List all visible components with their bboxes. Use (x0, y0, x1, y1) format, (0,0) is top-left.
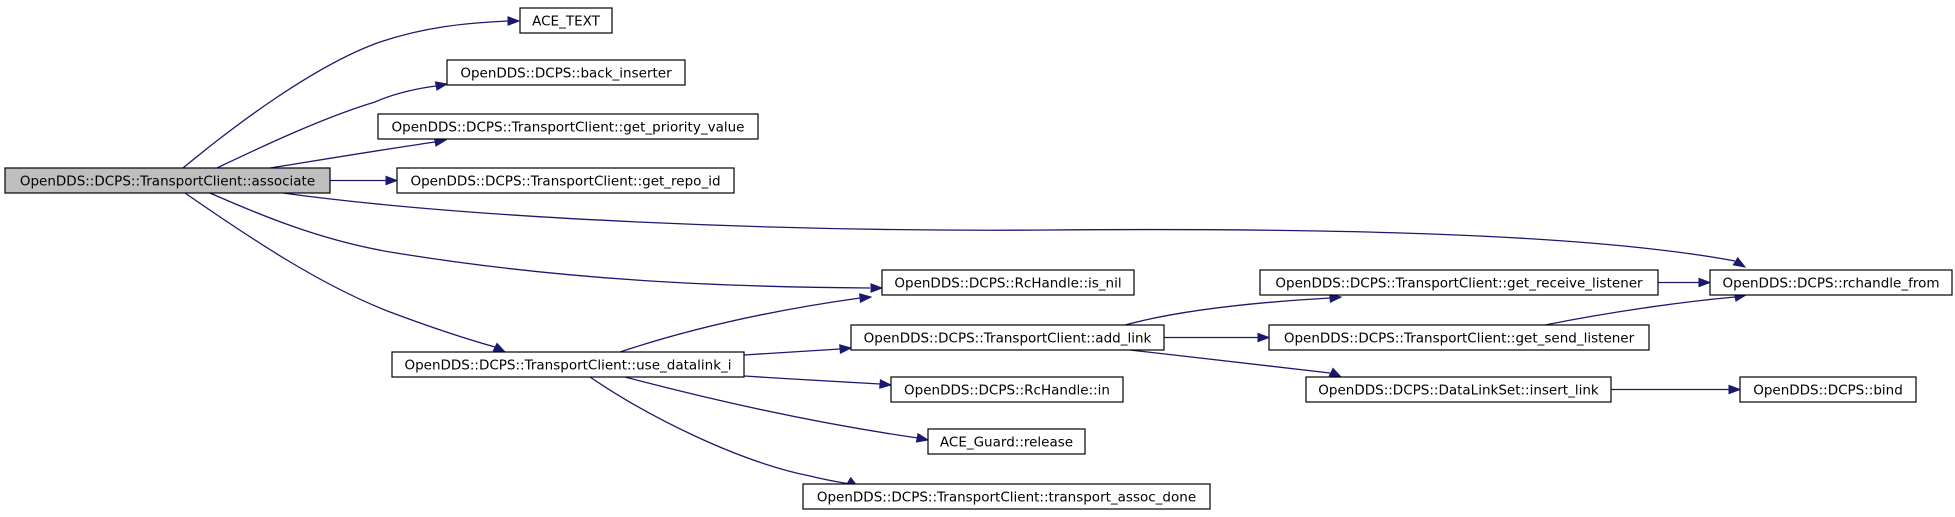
edge-use_datalink_i-to-release (624, 376, 930, 443)
node-box (890, 376, 1124, 403)
node-rchandle-from[interactable]: OpenDDS::DCPS::rchandle_from (1709, 269, 1953, 296)
edge-line (624, 376, 919, 439)
edge-arrowhead (870, 283, 884, 293)
edge-arrowhead (915, 432, 930, 443)
node-box (391, 351, 745, 378)
node-label: OpenDDS::DCPS::TransportClient::add_link (864, 331, 1152, 347)
edge-add_link-to-get_receive_listener (1124, 293, 1343, 326)
edge-associate-to-use_datalink_i (184, 192, 507, 353)
node-box (446, 59, 686, 86)
edge-line (216, 85, 437, 169)
node-label: OpenDDS::DCPS::RcHandle::in (904, 383, 1110, 399)
node-associate[interactable]: OpenDDS::DCPS::TransportClient::associat… (4, 167, 331, 194)
edge-line (1124, 297, 1331, 326)
edge-associate-to-back_inserter (216, 81, 449, 169)
node-label: OpenDDS::DCPS::TransportClient::associat… (20, 174, 315, 190)
node-transport-assoc-done[interactable]: OpenDDS::DCPS::TransportClient::transpor… (802, 483, 1211, 510)
edge-arrowhead (839, 344, 853, 354)
node-box (377, 113, 759, 140)
edge-arrowhead (385, 175, 399, 186)
node-get-repo-id[interactable]: OpenDDS::DCPS::TransportClient::get_repo… (396, 167, 735, 194)
node-label: OpenDDS::DCPS::TransportClient::get_prio… (392, 120, 745, 136)
edge-add_link-to-insert_link (1129, 349, 1343, 378)
node-label: OpenDDS::DCPS::TransportClient::transpor… (817, 490, 1196, 506)
edge-associate-to-is_nil (209, 192, 884, 293)
edge-get_send_listener-to-rchandle_from (1544, 292, 1748, 326)
edge-arrowhead (492, 342, 507, 353)
node-label: ACE_Guard::release (940, 435, 1073, 451)
node-box (881, 269, 1135, 296)
edge-arrowhead (879, 379, 893, 389)
node-box (1305, 376, 1612, 403)
node-label: OpenDDS::DCPS::back_inserter (460, 66, 672, 82)
node-box (927, 428, 1086, 455)
node-is-nil[interactable]: OpenDDS::DCPS::RcHandle::is_nil (881, 269, 1135, 296)
edge-insert_link-to-bind (1611, 384, 1742, 395)
node-release[interactable]: ACE_Guard::release (927, 428, 1086, 455)
node-label: OpenDDS::DCPS::bind (1753, 383, 1903, 399)
edge-associate-to-rchandle_from (282, 192, 1747, 268)
node-box (1259, 269, 1659, 296)
node-label: OpenDDS::DCPS::rchandle_from (1723, 276, 1940, 292)
edge-use_datalink_i-to-add_link (743, 344, 853, 356)
node-box (1268, 324, 1650, 351)
node-get-priority-value[interactable]: OpenDDS::DCPS::TransportClient::get_prio… (377, 113, 759, 140)
node-box (396, 167, 735, 194)
node-add-link[interactable]: OpenDDS::DCPS::TransportClient::add_link (850, 324, 1165, 351)
node-get-receive-listener[interactable]: OpenDDS::DCPS::TransportClient::get_rece… (1259, 269, 1659, 296)
node-bind[interactable]: OpenDDS::DCPS::bind (1739, 376, 1917, 403)
edge-use_datalink_i-to-is_nil (619, 293, 873, 353)
edge-associate-to-ace_text (182, 16, 521, 169)
edge-arrowhead (1728, 384, 1742, 395)
node-box (519, 7, 613, 34)
call-graph-nodes: OpenDDS::DCPS::TransportClient::associat… (4, 7, 1953, 510)
edge-line (589, 376, 851, 485)
call-graph-edges (182, 16, 1748, 488)
node-box (1739, 376, 1917, 403)
edge-arrowhead (1328, 367, 1343, 378)
edge-line (269, 141, 436, 169)
node-label: OpenDDS::DCPS::TransportClient::use_data… (404, 358, 731, 374)
edge-arrowhead (434, 81, 449, 91)
edge-add_link-to-get_send_listener (1164, 332, 1271, 343)
node-box (850, 324, 1165, 351)
node-label: OpenDDS::DCPS::TransportClient::get_rece… (1275, 276, 1643, 292)
node-box (4, 167, 331, 194)
edge-line (743, 375, 881, 385)
edge-line (209, 192, 871, 289)
edge-associate-to-get_repo_id (330, 175, 399, 186)
node-label: OpenDDS::DCPS::TransportClient::get_repo… (410, 174, 720, 190)
edge-arrowhead (1732, 256, 1747, 268)
node-box (1709, 269, 1953, 296)
edge-arrowhead (1257, 332, 1271, 343)
edge-arrowhead (1698, 277, 1712, 288)
edge-use_datalink_i-to-rchandle_in (743, 375, 893, 389)
node-label: OpenDDS::DCPS::RcHandle::is_nil (894, 276, 1121, 292)
node-rchandle-in[interactable]: OpenDDS::DCPS::RcHandle::in (890, 376, 1124, 403)
node-insert-link[interactable]: OpenDDS::DCPS::DataLinkSet::insert_link (1305, 376, 1612, 403)
edge-line (282, 192, 1736, 262)
edge-line (1544, 296, 1736, 326)
edge-associate-to-get_priority_value (269, 137, 448, 169)
edge-arrowhead (507, 16, 521, 26)
edge-line (743, 348, 841, 356)
node-get-send-listener[interactable]: OpenDDS::DCPS::TransportClient::get_send… (1268, 324, 1650, 351)
edge-arrowhead (859, 293, 873, 303)
edge-line (619, 297, 861, 353)
node-ace-text[interactable]: ACE_TEXT (519, 7, 613, 34)
node-label: OpenDDS::DCPS::DataLinkSet::insert_link (1318, 383, 1599, 399)
node-label: OpenDDS::DCPS::TransportClient::get_send… (1284, 331, 1635, 347)
node-box (802, 483, 1211, 510)
edge-get_receive_listener-to-rchandle_from (1658, 277, 1712, 288)
edge-line (182, 20, 509, 169)
node-back-inserter[interactable]: OpenDDS::DCPS::back_inserter (446, 59, 686, 86)
edge-line (1129, 349, 1331, 374)
edge-use_datalink_i-to-transport_assoc_done (589, 376, 860, 488)
edge-line (184, 192, 496, 348)
node-label: ACE_TEXT (532, 14, 600, 30)
node-use-datalink-i[interactable]: OpenDDS::DCPS::TransportClient::use_data… (391, 351, 745, 378)
